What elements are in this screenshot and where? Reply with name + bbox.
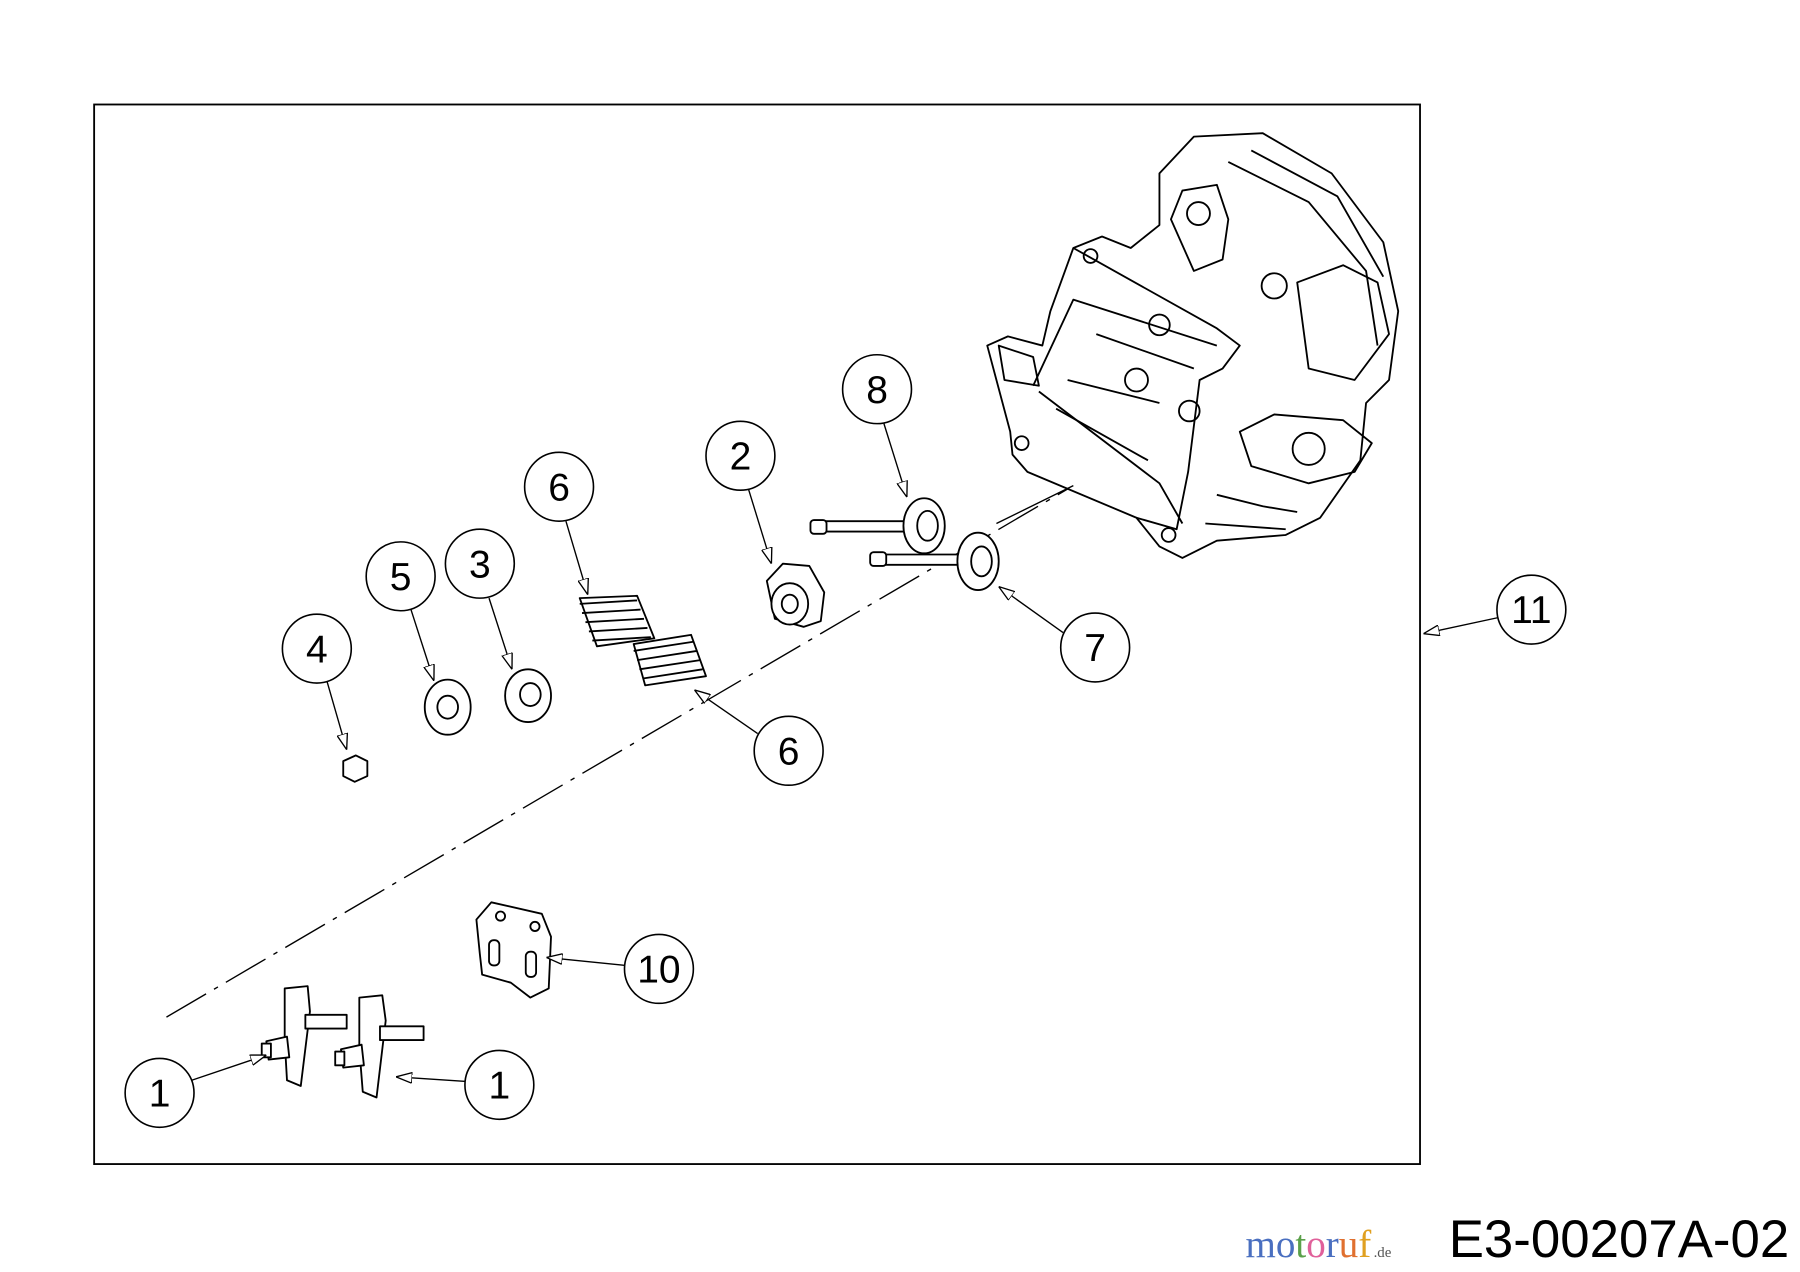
- callout-label: 4: [306, 628, 328, 671]
- callout-5[interactable]: 5: [365, 541, 436, 612]
- callout-label: 6: [778, 730, 800, 773]
- callout-6-upper[interactable]: 6: [523, 451, 595, 523]
- axis-centerline: [166, 485, 1074, 1018]
- drawing-code: E3-00207A-02: [1449, 1210, 1790, 1269]
- callout-label: 1: [149, 1073, 171, 1116]
- valve-spring-upper: [578, 594, 656, 648]
- callout-10[interactable]: 10: [623, 933, 695, 1005]
- valve-spring-lower: [632, 633, 707, 687]
- spring-retainer: [504, 668, 552, 724]
- watermark-logo: motoruf .de: [1246, 1223, 1392, 1266]
- callout-1-right[interactable]: 1: [464, 1049, 535, 1121]
- callout-label: 1: [489, 1065, 511, 1108]
- callout-4[interactable]: 4: [281, 613, 353, 684]
- callout-label: 3: [469, 543, 491, 586]
- assembly-frame: [93, 103, 1421, 1165]
- callout-label: 5: [390, 556, 412, 599]
- leader-lines: [191, 423, 1499, 1082]
- callout-label: 2: [730, 435, 752, 478]
- callout-3[interactable]: 3: [444, 528, 516, 599]
- callout-label: 8: [866, 369, 888, 412]
- valve-stem-seal: [765, 562, 826, 628]
- watermark-suffix: .de: [1374, 1245, 1392, 1261]
- callout-8[interactable]: 8: [841, 353, 913, 425]
- callout-11[interactable]: 11: [1496, 574, 1567, 645]
- push-rod-guide-plate: [475, 901, 552, 999]
- valve-rotator: [423, 678, 472, 736]
- callout-label: 10: [637, 949, 680, 992]
- callout-label: 7: [1084, 627, 1106, 670]
- callout-label: 11: [1511, 589, 1552, 632]
- callout-7[interactable]: 7: [1059, 612, 1131, 683]
- watermark-text: motoruf: [1246, 1223, 1372, 1266]
- exhaust-valve: [809, 497, 946, 555]
- valve-cap: [342, 754, 369, 783]
- cylinder-head: [986, 132, 1400, 559]
- callout-6-lower[interactable]: 6: [753, 715, 824, 787]
- callout-1-left[interactable]: 1: [124, 1057, 195, 1129]
- rocker-arm-right: [334, 994, 425, 1099]
- callout-2[interactable]: 2: [705, 420, 776, 492]
- callout-label: 6: [548, 466, 570, 509]
- rocker-arm-left: [260, 985, 348, 1087]
- intake-valve: [869, 531, 1000, 592]
